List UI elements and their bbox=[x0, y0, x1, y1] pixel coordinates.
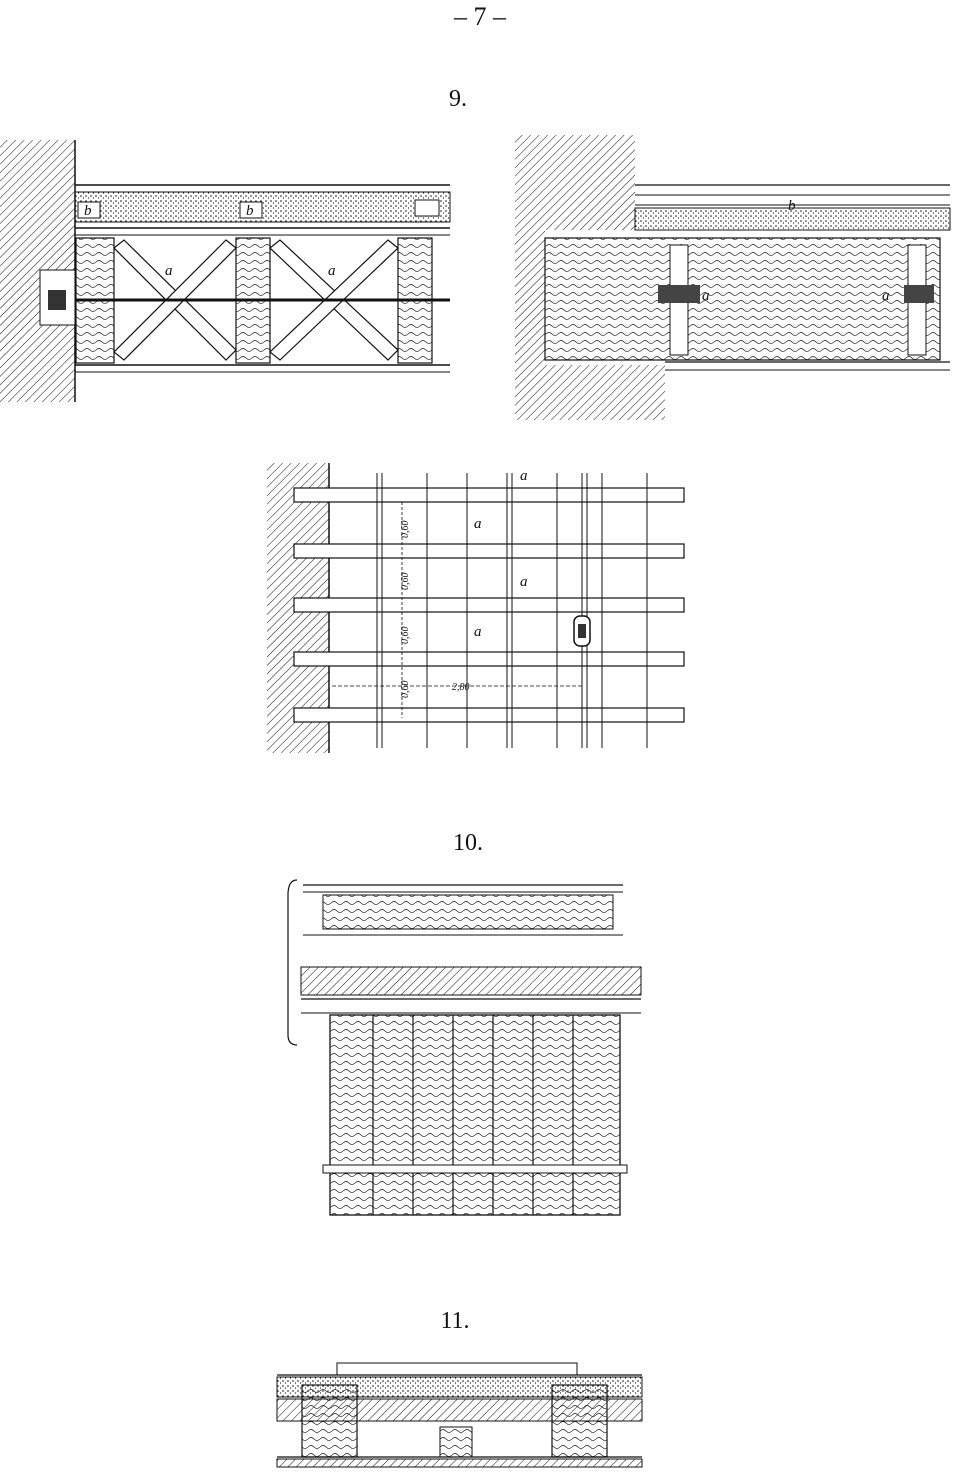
figure-9-cross-bracing-section: b b a a bbox=[0, 140, 451, 402]
figure-9-plan-view: 0,60 0,60 0,60 0,60 2,80 a a a a bbox=[267, 463, 685, 753]
figure-10-plank-floor bbox=[287, 879, 642, 1216]
plan-label-a-4: a bbox=[474, 624, 482, 640]
dimension-1: 0,60 bbox=[400, 521, 411, 539]
dimension-2: 0,60 bbox=[400, 573, 411, 591]
page-number: – 7 – bbox=[454, 2, 506, 31]
right-label-b: b bbox=[788, 198, 796, 214]
right-label-a-1: a bbox=[702, 288, 710, 304]
plan-label-a-3: a bbox=[520, 574, 528, 590]
figure-9-caption: 9. bbox=[449, 86, 467, 112]
figure-11-caption: 11. bbox=[440, 1308, 470, 1334]
plan-label-a-2: a bbox=[474, 516, 482, 532]
figure-9-longitudinal-section: b a a bbox=[515, 135, 951, 420]
label-a-2: a bbox=[328, 263, 336, 279]
label-b-1: b bbox=[84, 203, 92, 219]
plan-label-a-1: a bbox=[520, 468, 528, 484]
label-a-1: a bbox=[165, 263, 173, 279]
figure-10-caption: 10. bbox=[453, 830, 483, 856]
label-b-2: b bbox=[246, 203, 254, 219]
dimension-4: 0,60 bbox=[400, 681, 411, 699]
dimension-3: 0,60 bbox=[400, 627, 411, 645]
figure-11-floor-section bbox=[276, 1362, 643, 1468]
dimension-span: 2,80 bbox=[452, 682, 470, 693]
right-label-a-2: a bbox=[882, 288, 890, 304]
